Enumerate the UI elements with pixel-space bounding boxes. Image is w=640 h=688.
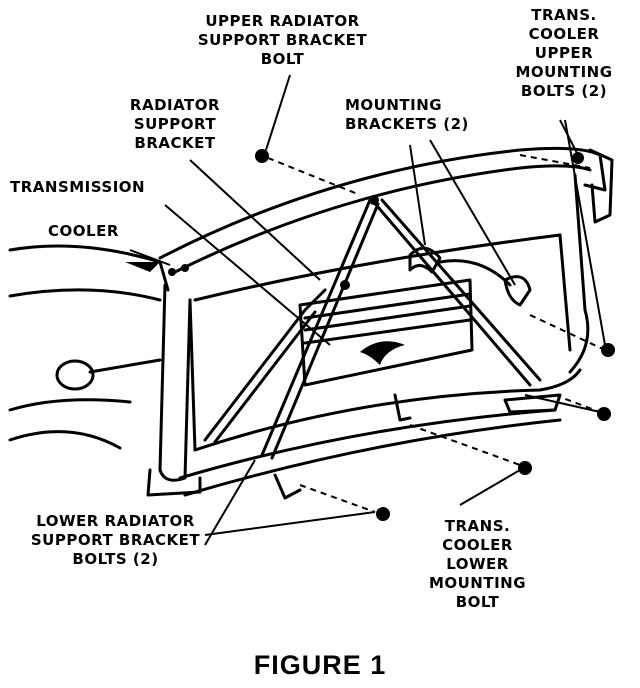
radiator-support-top-inner [173, 164, 592, 274]
radiator-support-top [158, 146, 607, 260]
right-end-cap [588, 148, 614, 224]
cooler-lower-bolt-path [409, 424, 521, 466]
radiator-right-inner [558, 233, 572, 352]
mounting-bracket-1 [408, 246, 442, 274]
bolt-lower-right [597, 407, 611, 421]
label-cooler: COOLER [48, 222, 119, 240]
lower-bracket-right [273, 473, 302, 500]
label-mounting-brackets: MOUNTING BRACKETS (2) [345, 96, 469, 133]
leader-upper-bolt [265, 74, 291, 151]
lower-mount-foot [503, 393, 562, 414]
support-rod-left-2 [270, 202, 380, 460]
bumper-area [8, 398, 132, 412]
upper-right-bolt-path [519, 154, 591, 169]
label-trans-cooler-upper-mounting-bolts: TRANS. COOLER UPPER MOUNTING BOLTS (2) [515, 6, 613, 100]
cooler-decal [360, 341, 405, 365]
leader-lower-right [524, 394, 601, 413]
hose-pipe [88, 358, 162, 374]
bolt-rod-top [369, 195, 379, 205]
leader-radiator-bracket [189, 159, 321, 281]
right-bolt-path [529, 314, 606, 351]
support-rod-left [260, 198, 372, 457]
cooler-line-arrow [125, 262, 160, 272]
bolt-right [601, 343, 615, 357]
radiator-core-top [193, 233, 562, 302]
label-upper-radiator-support-bracket-bolt: UPPER RADIATOR SUPPORT BRACKET BOLT [197, 12, 368, 68]
label-trans-cooler-lower-mounting-bolt: TRANS. COOLER LOWER MOUNTING BOLT [428, 517, 527, 611]
lower-bracket-left [146, 468, 202, 497]
fender-lower [8, 288, 162, 302]
bolt-upper-right [572, 152, 584, 164]
radiator-bottom-lip [178, 408, 557, 480]
leader-upper-mounting-2 [564, 119, 606, 346]
lower-cooler-tab [393, 393, 412, 422]
bolt-bracket [181, 264, 189, 272]
lower-left-bolt-path [299, 484, 376, 513]
leader-transmission [164, 204, 331, 346]
label-radiator-support-bracket: RADIATOR SUPPORT BRACKET [129, 96, 221, 152]
figure-caption: FIGURE 1 [253, 650, 387, 680]
support-rod-right [370, 198, 532, 387]
leader-cooler-lower [459, 469, 521, 506]
radiator-right-side [568, 173, 590, 374]
radiator-support-bracket-arm [203, 288, 327, 442]
bolt-rod-mid [340, 280, 350, 290]
cooler-line [438, 259, 512, 287]
support-rod-right-2 [380, 198, 542, 382]
leader-lower-radiator-1 [204, 511, 376, 536]
mounting-bracket-2 [503, 275, 532, 307]
radiator-support-bracket-arm-2 [213, 310, 317, 444]
upper-bolt-path [267, 157, 361, 196]
radiator-left-side [158, 283, 192, 482]
radiator-bottom [193, 368, 582, 452]
leader-cooler [129, 249, 171, 266]
label-transmission: TRANSMISSION [10, 178, 146, 196]
bolt-bracket-2 [168, 268, 176, 276]
bolt-upper [255, 149, 269, 163]
bolt-lower-left [376, 507, 390, 521]
radiator-bottom-rail [183, 418, 562, 497]
leader-mounting-2 [429, 139, 516, 286]
lower-right-bolt-path [554, 394, 601, 413]
label-lower-radiator-support-bracket-bolts: LOWER RADIATOR SUPPORT BRACKET BOLTS (2) [30, 512, 201, 568]
fender-outline [8, 244, 170, 292]
radiator-core-left [188, 298, 197, 452]
wheel-arch [8, 430, 122, 450]
leader-mounting-1 [409, 144, 426, 246]
cooler-fins-2 [303, 304, 472, 332]
cooler-fins-3 [303, 318, 472, 345]
leader-lower-radiator-2 [204, 459, 256, 546]
bolt-cooler-lower [518, 461, 532, 475]
hose-left [55, 359, 95, 391]
